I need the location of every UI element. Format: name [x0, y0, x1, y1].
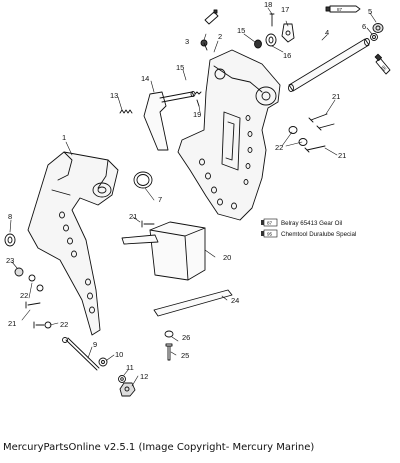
callout-16: 16: [283, 51, 291, 60]
leader-lines: [9, 7, 377, 387]
legend-row-95: 95 Chemtool Duralube Special: [261, 229, 356, 238]
callout-21b: 21: [338, 151, 346, 160]
callout-6: 6: [362, 22, 366, 31]
callout-15a: 15: [237, 26, 245, 35]
tube-code-top: 87: [337, 7, 343, 12]
callout-21d: 21: [8, 319, 16, 328]
callout-23: 23: [6, 256, 14, 265]
callout-5: 5: [368, 7, 372, 16]
callout-7: 7: [158, 195, 162, 204]
pin-part-18: [269, 13, 275, 27]
tilt-lock-lever: [143, 91, 196, 151]
callout-4: 4: [325, 28, 329, 37]
callout-2: 2: [218, 32, 222, 41]
lubricant-legend: 87 Belray 65413 Gear Oil 95 Chemtool Dur…: [261, 218, 356, 238]
legend-label-95: Chemtool Duralube Special: [281, 231, 356, 238]
tilt-tube-nut: [372, 23, 384, 33]
bushing-part-15: [265, 33, 277, 47]
washer-part-11: [118, 375, 126, 383]
callout-11: 11: [126, 363, 134, 372]
washer-part-22-c: [28, 274, 52, 329]
lubricant-tube-95: [374, 53, 391, 75]
callout-19: 19: [193, 110, 201, 119]
legend-code-95: 95: [267, 232, 273, 237]
callout-10: 10: [115, 350, 123, 359]
callout-1: 1: [62, 133, 66, 142]
lubricant-tube-87: [325, 5, 361, 13]
washer-part-22-a: [288, 126, 298, 134]
bolt-part-21-c: [304, 145, 326, 153]
washer-part-26: [164, 330, 174, 338]
callout-22a: 22: [275, 143, 283, 152]
clamp-bracket-left: [27, 151, 119, 336]
bolt-part-21-b: [316, 123, 335, 131]
screw-part-3: [200, 39, 208, 51]
washer-part-22-b: [298, 138, 308, 146]
tube-code-side: 95: [380, 65, 387, 72]
swivel-bracket: [177, 49, 281, 221]
legend-label-87: Belray 65413 Gear Oil: [281, 220, 342, 227]
callout-8: 8: [8, 212, 12, 221]
callout-18: 18: [264, 0, 272, 9]
trim-plate: [153, 289, 233, 317]
through-bolt: [62, 337, 100, 371]
callout-20: 20: [223, 253, 231, 262]
callout-25: 25: [181, 351, 189, 360]
tilt-tube-washer: [370, 33, 378, 41]
spring-part-13: [119, 109, 133, 114]
bushing-part-8: [4, 233, 16, 247]
parts-diagram: 87 95 1 2 3 4 5 6 7 8 9 10 11 12 13 14 1…: [4, 0, 391, 397]
callout-13: 13: [110, 91, 118, 100]
callout-14: 14: [141, 74, 149, 83]
bolt-part-21-a: [308, 113, 328, 123]
callout-12: 12: [140, 372, 148, 381]
callout-17: 17: [281, 5, 289, 14]
spring-part-19: [194, 91, 202, 107]
anode-block: [121, 221, 206, 281]
image-caption: MercuryPartsOnline v2.5.1 (Image Copyrig…: [3, 442, 315, 453]
callout-15b: 15: [176, 63, 184, 72]
legend-code-87: 87: [267, 221, 273, 226]
callout-labels: 1 2 3 4 5 6 7 8 9 10 11 12 13 14 15 15 1…: [6, 0, 372, 381]
washer-part-10: [98, 357, 108, 367]
nut-part-23: [14, 267, 24, 277]
callout-26: 26: [182, 333, 190, 342]
callout-3: 3: [185, 37, 189, 46]
tilt-tube: [288, 38, 370, 92]
nut-part-12: [119, 382, 136, 397]
callout-24: 24: [231, 296, 239, 305]
bushing-part-16: [254, 39, 262, 49]
callout-22c: 22: [60, 320, 68, 329]
callout-9: 9: [93, 340, 97, 349]
lubricant-tube-small: [204, 9, 219, 25]
callout-22b: 22: [20, 291, 28, 300]
legend-row-87: 87 Belray 65413 Gear Oil: [261, 218, 342, 227]
bolt-part-25: [165, 343, 173, 361]
bolt-part-21-left: [25, 301, 45, 329]
bolt-part-21-d: [141, 220, 155, 228]
lever-part-17: [281, 23, 295, 43]
callout-21c: 21: [129, 212, 137, 221]
callout-21a: 21: [332, 92, 340, 101]
o-ring: [133, 171, 153, 189]
